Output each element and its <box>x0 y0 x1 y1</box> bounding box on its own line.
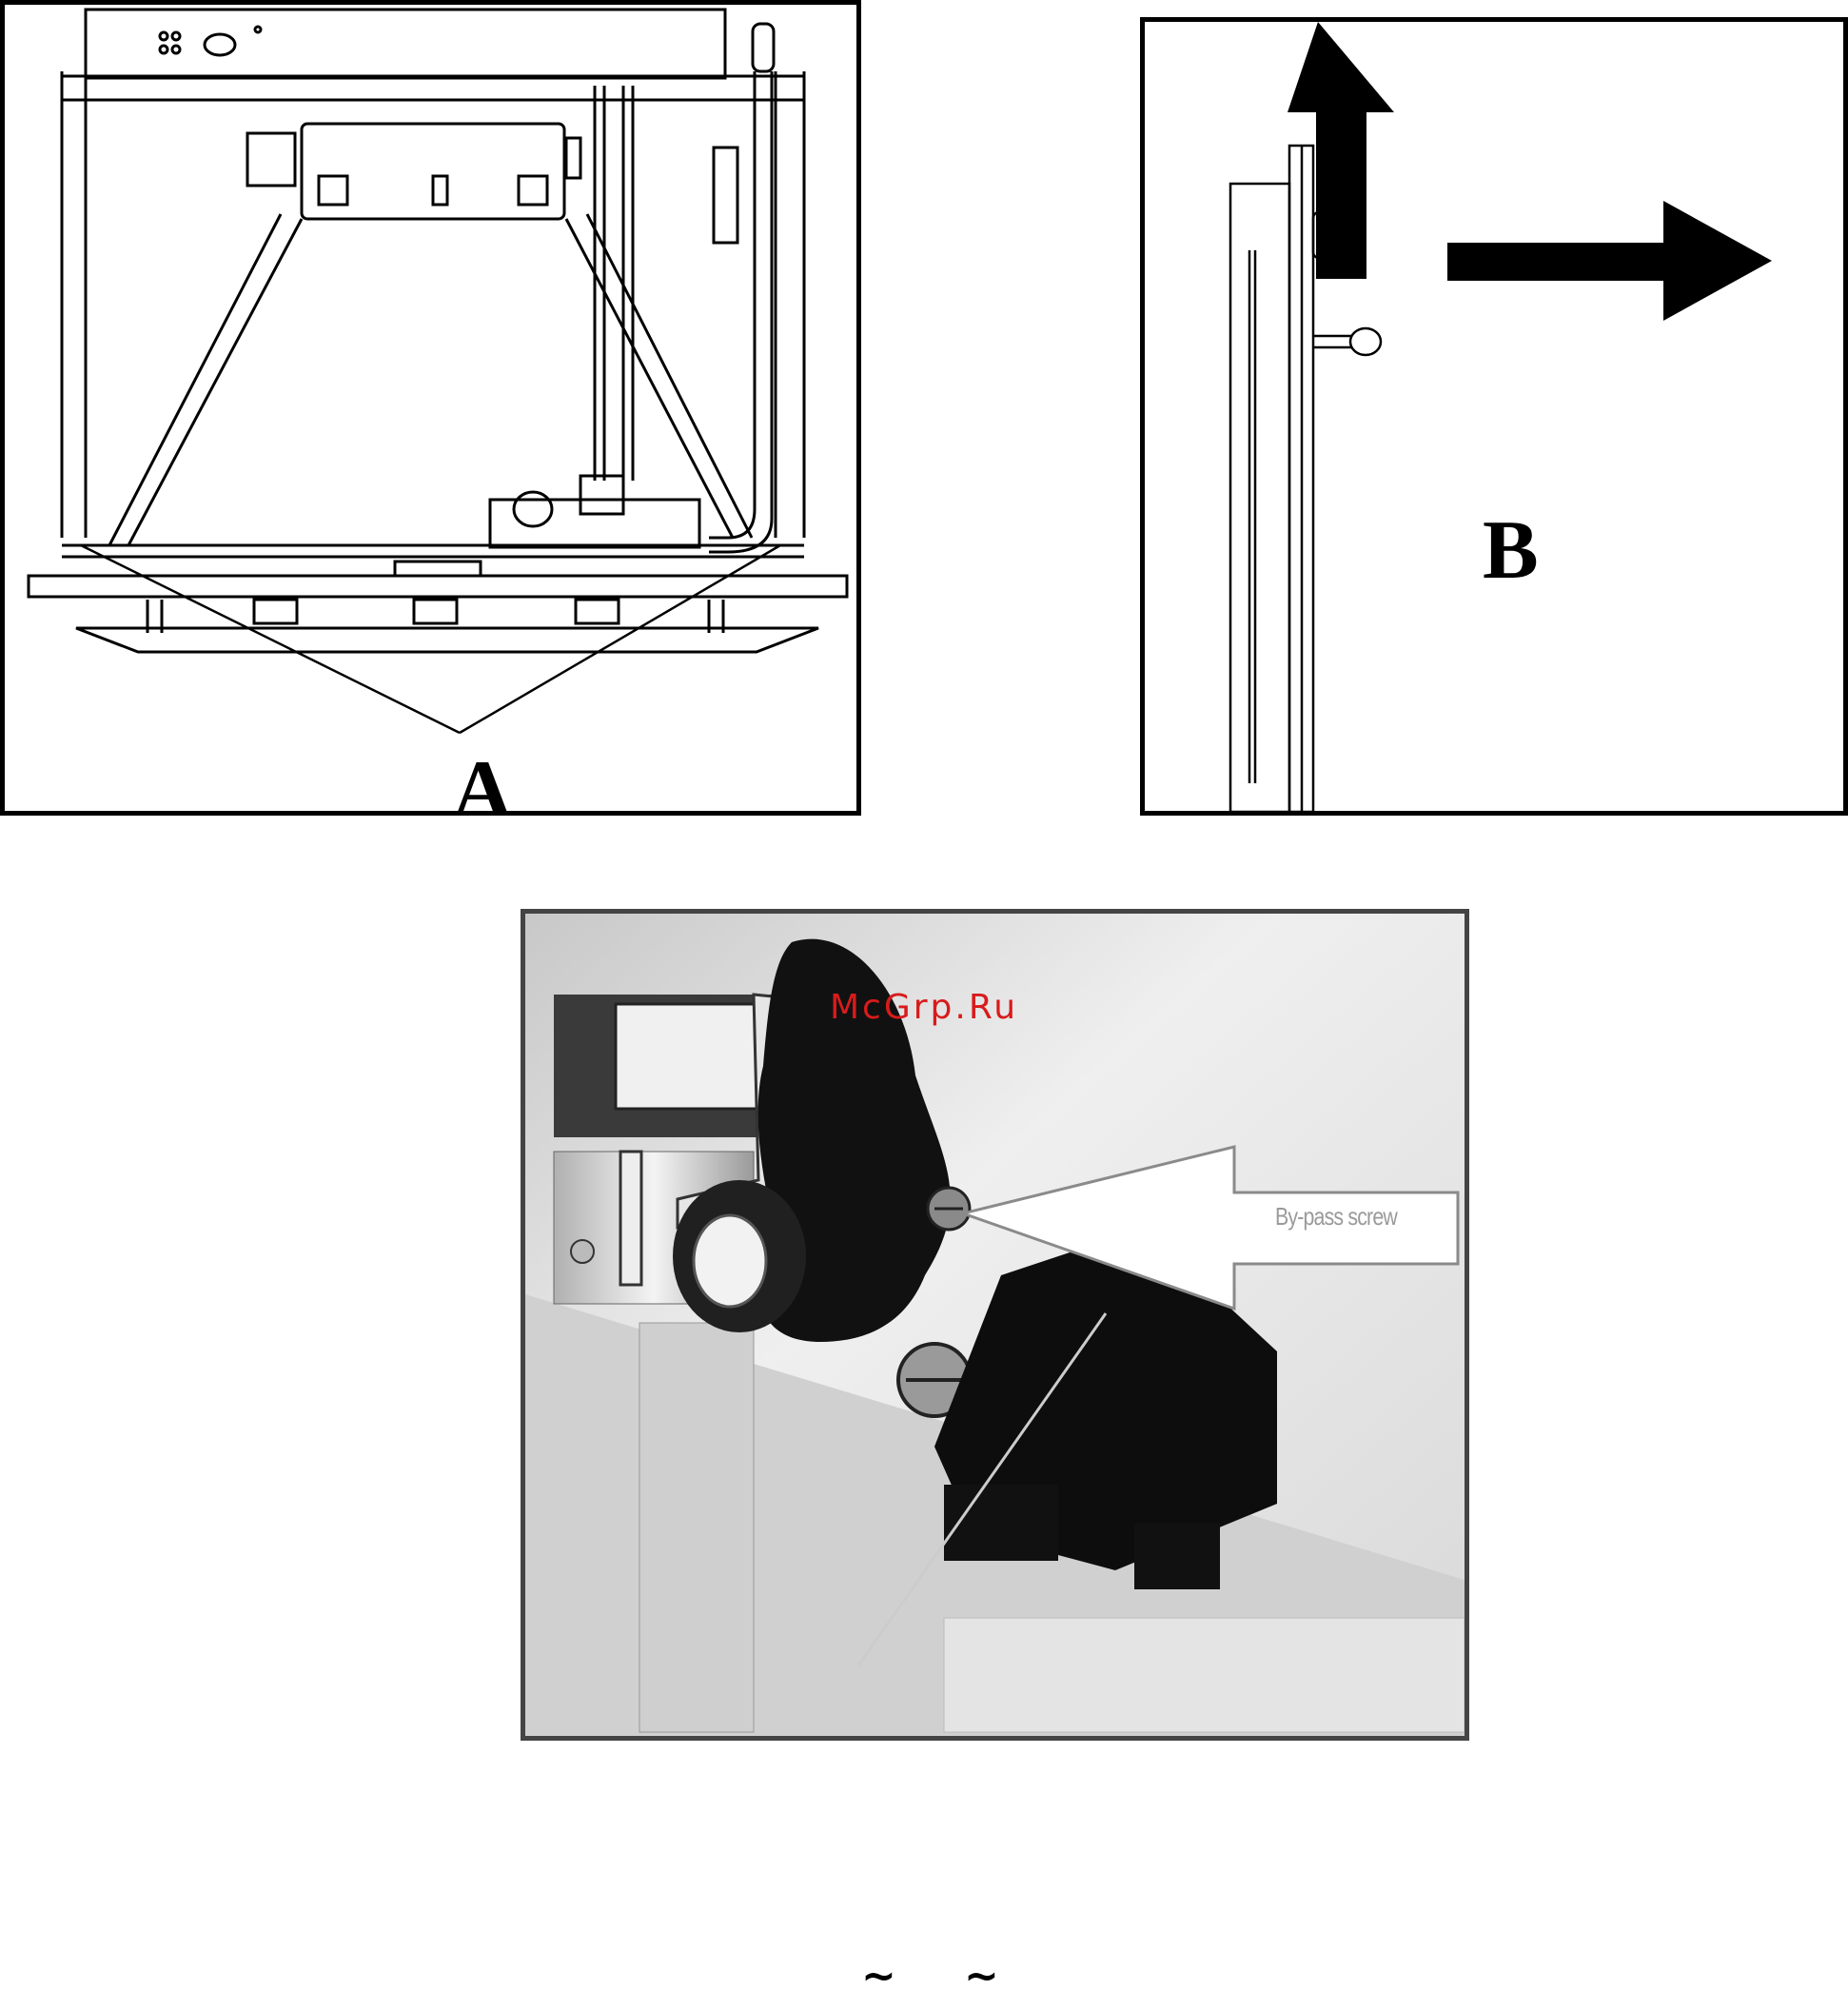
figure-a-label: A <box>452 749 513 816</box>
side-panel <box>1230 184 1289 811</box>
footer-tilde-2: ~ <box>964 1956 999 1998</box>
top-control-housing <box>86 10 725 78</box>
valve-photo-panel: By-pass screw <box>521 909 1469 1741</box>
arrow-up-icon <box>1288 22 1394 279</box>
valve-photo <box>525 914 1465 1736</box>
footer-tilde-1: ~ <box>861 1956 896 1998</box>
figure-b-label: B <box>1483 509 1539 593</box>
figure-b-drawing <box>1145 22 1843 811</box>
figure-a-drawing <box>5 5 856 811</box>
bypass-screw-callout: By-pass screw <box>1275 1202 1412 1232</box>
figure-a-panel: A <box>0 0 861 816</box>
figure-b-panel: B <box>1140 17 1848 816</box>
arrow-right-icon <box>1447 201 1772 321</box>
watermark-text: McGrp.Ru <box>830 988 1018 1027</box>
